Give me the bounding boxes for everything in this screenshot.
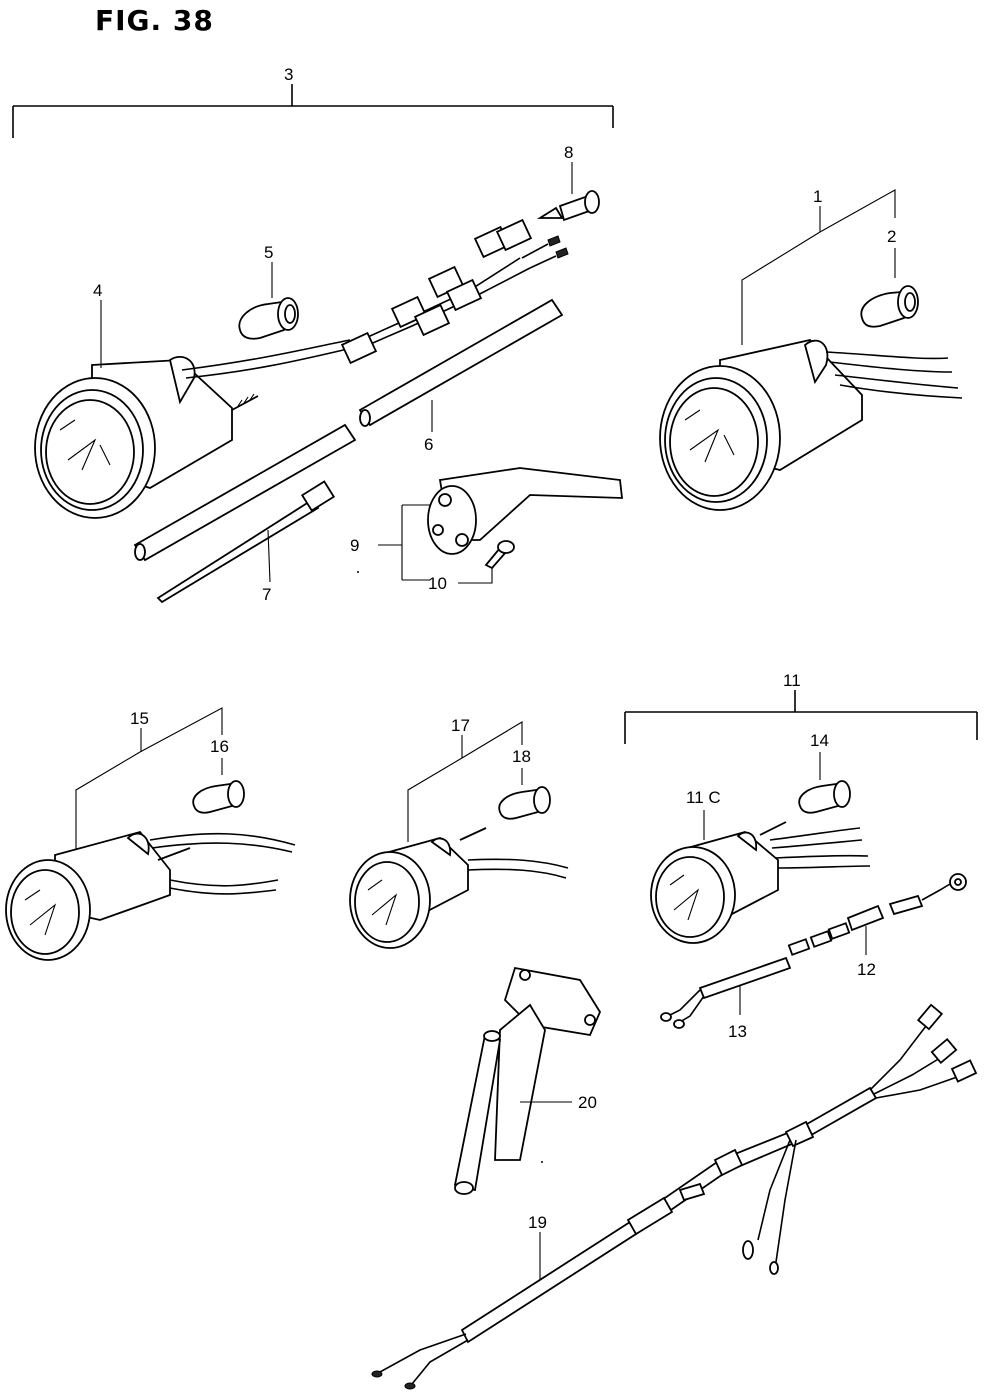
callout-6: 6 <box>424 435 433 454</box>
bracket-group-11 <box>624 690 978 744</box>
gauge-icon <box>34 339 353 519</box>
bulb-icon <box>498 786 551 820</box>
gauge-icon <box>659 339 963 511</box>
callout-13: 13 <box>728 1022 747 1041</box>
callout-10: 10 <box>428 574 447 593</box>
bulb-icon <box>536 190 600 222</box>
callout-5: 5 <box>264 243 273 262</box>
cable-tie-icon <box>156 480 336 604</box>
bulb-icon <box>192 780 245 814</box>
hose-icon <box>371 1003 978 1390</box>
bracket-icon <box>453 966 602 1195</box>
harness-icon <box>340 218 569 365</box>
bracket-icon <box>427 467 624 555</box>
harness-icon <box>660 873 967 1029</box>
callout-11: 11 <box>783 671 801 690</box>
bulb-icon <box>798 780 851 814</box>
callout-15: 15 <box>130 709 149 728</box>
bulb-icon <box>238 297 299 340</box>
bracket-group-3 <box>12 84 614 138</box>
callout-2: 2 <box>887 227 896 246</box>
figure-title: FIG. 38 <box>95 4 214 37</box>
bulb-icon <box>860 285 919 328</box>
callout-4: 4 <box>93 281 102 300</box>
tube-icon <box>133 298 564 562</box>
callout-12: 12 <box>857 960 876 979</box>
callout-3: 3 <box>284 65 293 84</box>
callout-1: 1 <box>813 187 822 206</box>
callout-19: 19 <box>528 1213 547 1232</box>
gauge-icon <box>650 821 871 944</box>
screw-icon <box>484 540 515 570</box>
callout-7: 7 <box>262 585 271 604</box>
callout-17: 17 <box>451 716 470 735</box>
callout-11c: 11 C <box>686 788 721 807</box>
callout-8: 8 <box>564 143 573 162</box>
callout-18: 18 <box>512 747 531 766</box>
gauge-icon <box>5 830 296 961</box>
callout-16: 16 <box>210 737 229 756</box>
callout-14: 14 <box>810 731 829 750</box>
callout-20: 20 <box>578 1093 597 1112</box>
callout-9: 9 <box>350 536 359 555</box>
gauge-icon <box>349 827 569 949</box>
